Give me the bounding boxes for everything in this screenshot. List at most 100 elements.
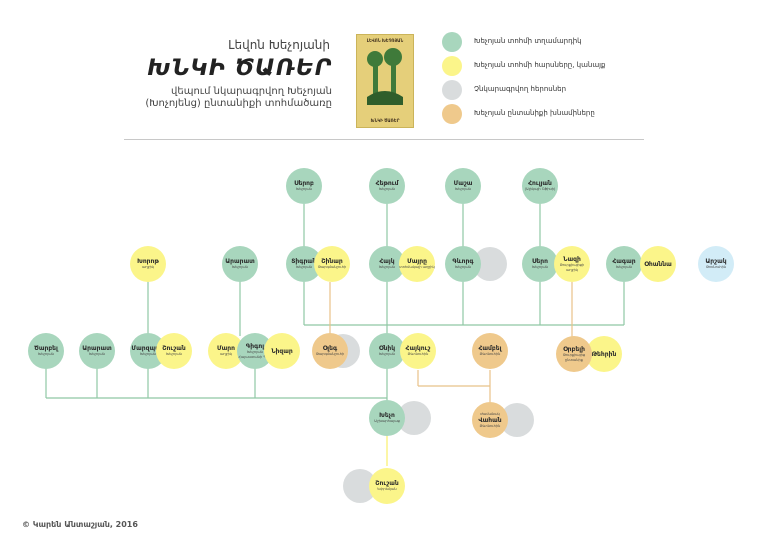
header-divider bbox=[124, 139, 644, 140]
person-node: Սերո Խեչոյան bbox=[522, 246, 558, 282]
person-name: Սերոբ bbox=[294, 180, 314, 188]
person-surname: Խեչոյան bbox=[616, 265, 632, 270]
person-name: Նիզար bbox=[271, 347, 293, 355]
book-cover-image: ԼԵՎՈՆ ԽԵՉՈՅԱՆ ԽՆԿԻ ԾԱՌԵՐ bbox=[356, 34, 414, 128]
person-node: Ծարբել Խեչոյան bbox=[28, 333, 64, 369]
person-name: Վահան bbox=[478, 416, 502, 424]
person-node: Օլեգ Թարգմանչուհի bbox=[312, 333, 348, 369]
legend-dot bbox=[442, 104, 462, 124]
person-surname: Աշխարհայաց bbox=[374, 419, 400, 424]
person-name: Հագար bbox=[612, 258, 636, 266]
person-surname: աղջիկ bbox=[141, 265, 155, 270]
person-surname: տոհմակալի աղջիկ bbox=[399, 265, 435, 270]
person-surname: Խեչոյան bbox=[532, 265, 548, 270]
person-node: Հեթում Խեչոյան bbox=[369, 168, 405, 204]
subtitle-line-2: (Խոչոյենց) ընտանիքի տոհմածառը bbox=[145, 98, 332, 109]
person-surname: Խեչոյան bbox=[232, 265, 248, 270]
legend-label: Խեչոյան տոհմի տղամարդիկ bbox=[474, 37, 582, 45]
person-name: Արշակ bbox=[705, 258, 727, 266]
subtitle-line-1: վեպում նկարագրվող Խեչոյան bbox=[171, 86, 332, 97]
person-name: Արարատ bbox=[225, 258, 255, 266]
person-node: Նիզար bbox=[264, 333, 300, 369]
person-node: Շուշան Եփրեմյան bbox=[369, 468, 405, 504]
person-node: Նազի Թուրքիայիցի աղջիկ bbox=[554, 246, 590, 282]
person-node: Օհաննա bbox=[640, 246, 676, 282]
person-name: Խորոթ bbox=[137, 258, 159, 266]
person-surname: Թուրքիայիցի աղջիկ bbox=[559, 263, 585, 272]
person-node: Համբել Թևոնուհին bbox=[472, 333, 508, 369]
person-name: Հայկուշ bbox=[405, 345, 431, 353]
person-surname: Խեչոյան bbox=[379, 352, 395, 357]
header: Լեվոն Խեչոյանի ԽՆԿԻ ԾԱՌԵՐ վեպում նկարագր… bbox=[0, 0, 768, 150]
person-node: Խորոթ աղջիկ bbox=[130, 246, 166, 282]
person-name: Համբել bbox=[478, 345, 502, 353]
person-name: Մարզպան bbox=[131, 345, 165, 353]
person-name: Հայկ bbox=[379, 258, 395, 266]
person-name: Գիգոլ bbox=[245, 343, 265, 350]
person-prefix: Ժամանակ bbox=[480, 412, 500, 416]
person-name: Նազի bbox=[563, 256, 581, 263]
person-name: Սերո bbox=[532, 258, 548, 266]
person-name: Մաշա bbox=[453, 180, 473, 188]
person-surname: Խեչոյան bbox=[296, 187, 312, 192]
person-surname: Թարգմանչուհի bbox=[315, 352, 345, 357]
page-subtitle: վեպում նկարագրվող Խեչոյան (Խոչոյենց) ընտ… bbox=[120, 86, 332, 110]
person-name: Արարատ bbox=[82, 345, 112, 353]
person-node: Հայկուշ Թևոնուհին bbox=[400, 333, 436, 369]
legend-dot bbox=[442, 80, 462, 100]
copyright: © Կարեն Անտաշյան, 2016 bbox=[22, 520, 138, 529]
person-surname: Թևոնուհին bbox=[407, 352, 429, 357]
person-node: Օնիկ Խեչոյան bbox=[369, 333, 405, 369]
person-name: Շուշան bbox=[162, 345, 186, 353]
person-surname: (Ալիկայի Օֆիսի) bbox=[524, 187, 556, 192]
person-name: Մայրը bbox=[407, 258, 427, 266]
cover-top-text: ԼԵՎՈՆ ԽԵՉՈՅԱՆ bbox=[366, 38, 404, 43]
person-surname: Խեչոյան bbox=[455, 265, 471, 270]
cover-illustration-icon bbox=[367, 48, 403, 105]
person-name: Օհաննա bbox=[644, 260, 672, 268]
person-name: Տիգրան bbox=[291, 258, 317, 266]
person-surname: Խեչոյան bbox=[455, 187, 471, 192]
person-node: Գևորգ Խեչոյան bbox=[445, 246, 481, 282]
person-surname: Խեչոյան bbox=[296, 265, 312, 270]
person-name: Օրբելի bbox=[563, 346, 585, 353]
cover-bottom-text: ԽՆԿԻ ԾԱՌԵՐ bbox=[370, 118, 400, 123]
person-node: Շուշան Խեչոյան bbox=[156, 333, 192, 369]
person-surname: Թուրքիայից ընտանիք bbox=[562, 353, 586, 362]
person-surname: Խեչոյան bbox=[140, 352, 156, 357]
person-node: Արարատ Խեչոյան bbox=[222, 246, 258, 282]
person-node: Խեչո Աշխարհայաց bbox=[369, 400, 405, 436]
author-name: Լեվոն Խեչոյանի bbox=[228, 38, 330, 52]
person-surname: Խեչոյան bbox=[89, 352, 105, 357]
person-node: Սերոբ Խեչոյան bbox=[286, 168, 322, 204]
person-name: Գևորգ bbox=[452, 258, 474, 266]
in-law-edges bbox=[329, 282, 573, 402]
person-node: Արարատ Խեչոյան bbox=[79, 333, 115, 369]
person-name: Մարո bbox=[216, 345, 236, 353]
person-surname: Եփրեմյան bbox=[377, 487, 397, 492]
person-name: Խեչո bbox=[379, 412, 395, 420]
person-surname: Թևոնուհին bbox=[479, 423, 501, 428]
person-surname: Խեչոյան bbox=[38, 352, 54, 357]
person-name: Շինար bbox=[321, 258, 343, 266]
page-title: ԽՆԿԻ ԾԱՌԵՐ bbox=[147, 56, 332, 81]
person-surname: Թոռնուհին bbox=[705, 265, 727, 270]
person-name: Շուշան bbox=[375, 480, 399, 488]
legend-label: Չնկարագրվող հերոսներ bbox=[474, 85, 567, 93]
legend-dot bbox=[442, 32, 462, 52]
legend-dot bbox=[442, 56, 462, 76]
person-node: Օրբելի Թուրքիայից ընտանիք bbox=[556, 336, 592, 372]
person-name: Թեհրին bbox=[591, 350, 617, 358]
person-node: Մայրը տոհմակալի աղջիկ bbox=[399, 246, 435, 282]
person-surname: Խեչոյան bbox=[379, 187, 395, 192]
person-surname: Թարգմանչուհի bbox=[317, 265, 347, 270]
person-node: Մաշա Խեչոյան bbox=[445, 168, 481, 204]
person-surname: Խեչոյան Հայաստանի Պետ bbox=[238, 350, 272, 359]
person-surname: Թևոնուհին bbox=[479, 352, 501, 357]
person-surname: Խեչոյան bbox=[379, 265, 395, 270]
person-surname: Խեչոյան bbox=[166, 352, 182, 357]
lineage-edges bbox=[45, 204, 625, 402]
legend-label: Խեչոյան տոհմի հարսները, կանայք bbox=[474, 61, 606, 69]
person-name: Օլեգ bbox=[322, 345, 338, 353]
